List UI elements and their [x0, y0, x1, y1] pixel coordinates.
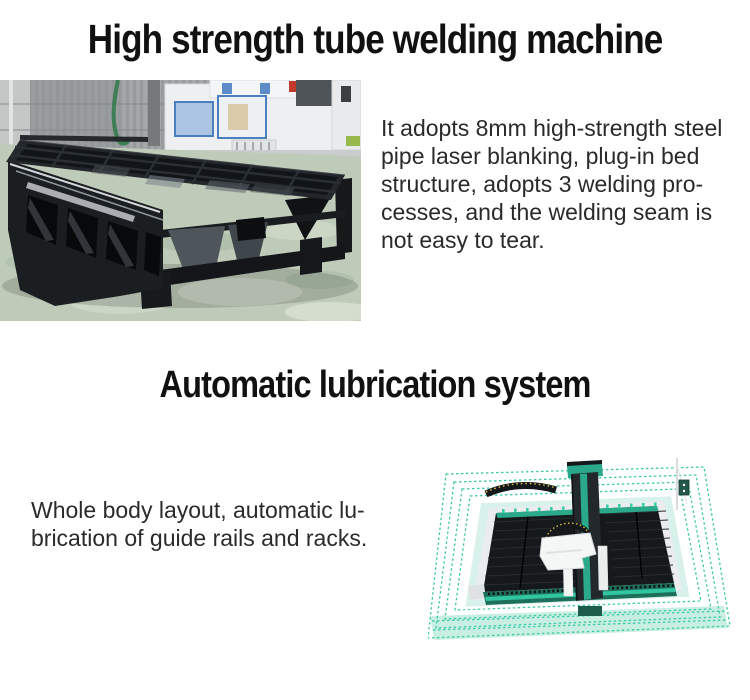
cnc-red-button [289, 81, 296, 92]
section2-description: Whole body layout, automatic lu- bricati… [31, 496, 367, 552]
laser-head-carriage [539, 522, 597, 571]
description-line: cesses, and the welding seam is [381, 199, 713, 225]
cnc-cabinet [296, 80, 332, 106]
description-line: pipe laser blanking, plug-in bed [381, 143, 700, 169]
description-line: Whole body layout, automatic lu- [31, 497, 365, 523]
section2-heading-text: Automatic lubrication system [159, 364, 591, 406]
rail-glint [26, 182, 135, 222]
section1-heading: High strength tube welding machine [0, 16, 750, 63]
section1-heading-text: High strength tube welding machine [87, 16, 664, 62]
section2-heading: Automatic lubrication system [0, 364, 750, 407]
background-cnc-machine [164, 80, 361, 157]
lubrication-unit-antenna [676, 458, 690, 510]
green-floor-object [346, 136, 360, 146]
welding-machine-photo [0, 80, 361, 321]
description-line: structure, adopts 3 welding pro- [381, 171, 704, 197]
description-line: not easy to tear. [381, 227, 545, 253]
description-line: brication of guide rails and racks. [31, 525, 368, 551]
description-line: It adopts 8mm high-strength steel [381, 115, 723, 141]
lubrication-machine-illustration [428, 458, 748, 650]
cable-chain [484, 481, 558, 498]
wall-pipe [9, 80, 13, 148]
lubrication-machine-graphic [428, 458, 731, 640]
welding-machine-photo-graphic [0, 80, 361, 321]
section1-description: It adopts 8mm high-strength steel pipe l… [381, 114, 722, 254]
welding-bed-frame [6, 135, 352, 309]
